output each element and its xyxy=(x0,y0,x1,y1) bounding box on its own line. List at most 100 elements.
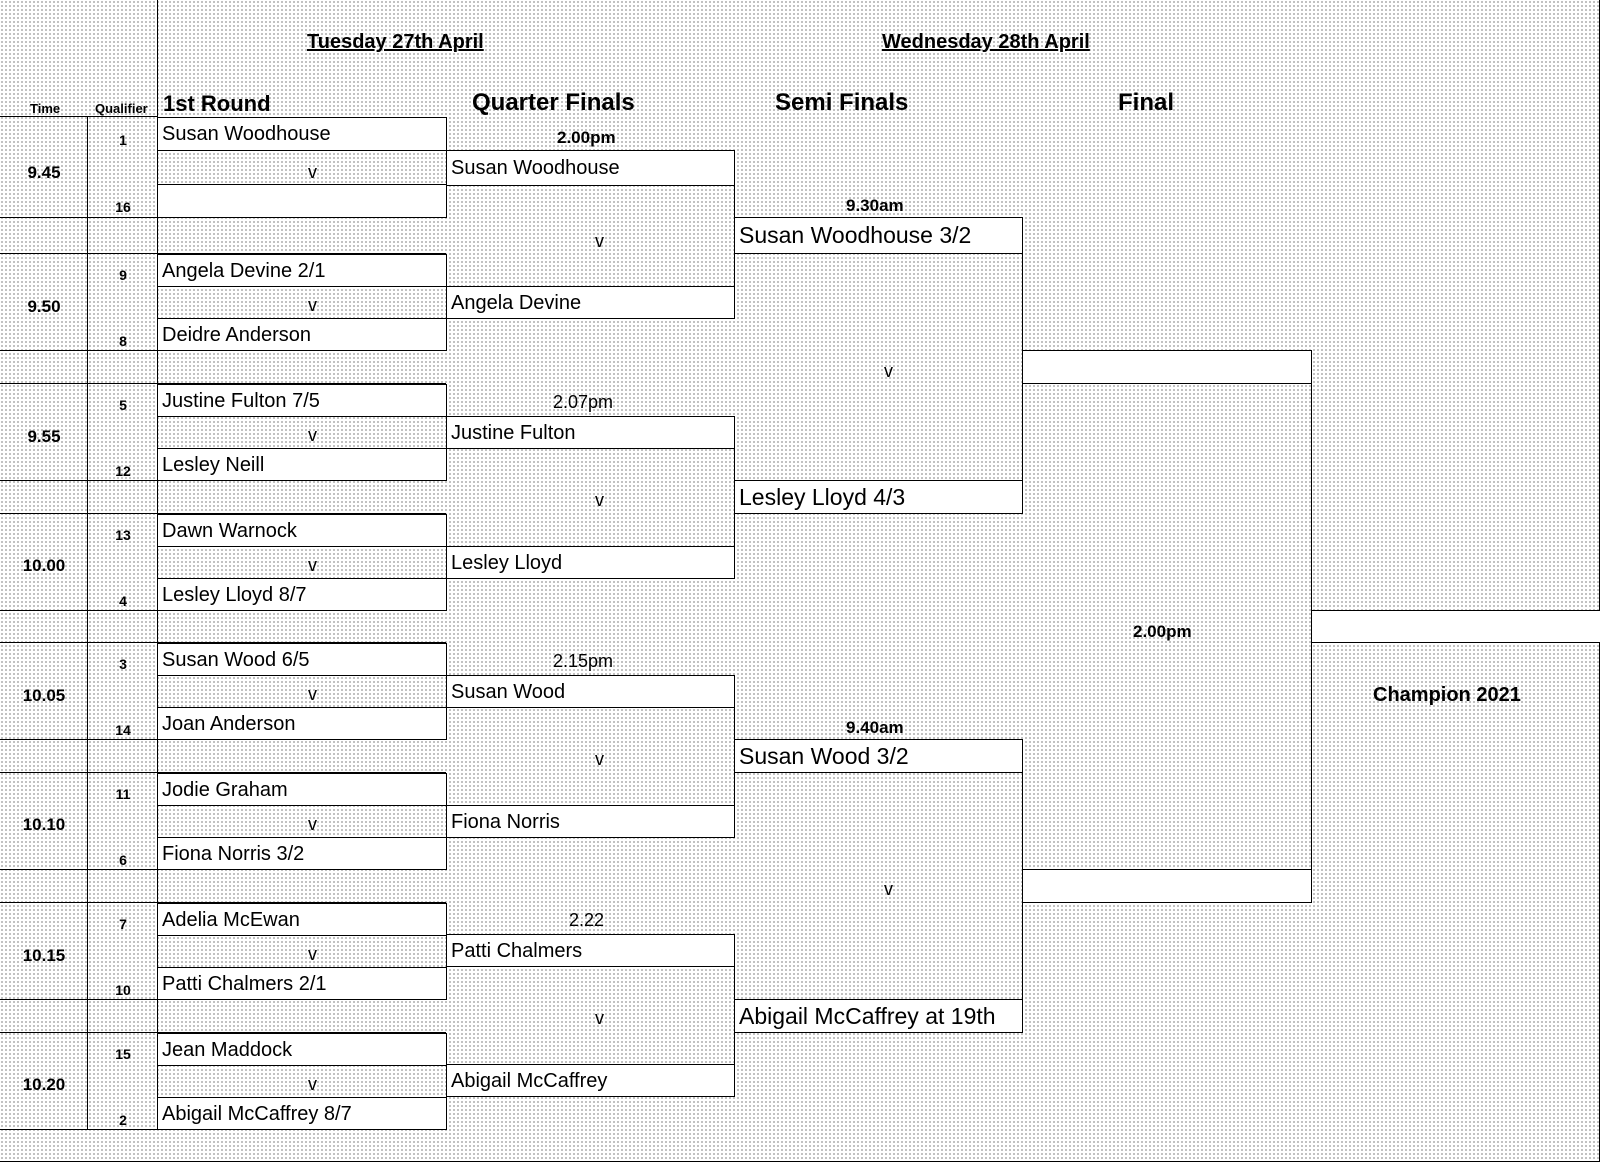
sf-slot: Abigail McCaffrey at 19th xyxy=(734,999,1023,1033)
player-name: Dawn Warnock xyxy=(162,520,297,542)
semi-finals-header: Semi Finals xyxy=(775,89,909,116)
player-slot: Deidre Anderson xyxy=(157,318,447,351)
vs-label: v xyxy=(308,295,317,315)
vs-label: v xyxy=(595,749,604,769)
player-slot: Joan Anderson xyxy=(157,707,447,740)
grid-line xyxy=(0,116,157,117)
player-slot: Jean Maddock xyxy=(157,1033,447,1066)
player-name: Susan Wood xyxy=(451,681,566,703)
match-time: 10.10 xyxy=(22,815,66,834)
final-slot xyxy=(1022,350,1312,384)
qf-time: 2.07pm xyxy=(553,392,614,412)
final-header: Final xyxy=(1118,89,1175,116)
col-time-header: Time xyxy=(30,101,61,116)
qualifier-seed: 3 xyxy=(119,656,127,672)
qualifier-seed: 8 xyxy=(119,333,127,349)
grid-line xyxy=(157,0,158,1130)
vs-label: v xyxy=(308,684,317,704)
player-slot xyxy=(157,184,447,218)
qf-slot: Abigail McCaffrey xyxy=(446,1064,735,1097)
grid-line xyxy=(87,116,88,1130)
player-slot: Patti Chalmers 2/1 xyxy=(157,967,447,1000)
qualifier-seed: 10 xyxy=(115,982,131,998)
qualifier-seed: 7 xyxy=(119,916,127,932)
match-time: 10.00 xyxy=(22,556,66,575)
player-slot: Adelia McEwan xyxy=(157,903,447,936)
row-line xyxy=(0,772,446,773)
player-slot: Abigail McCaffrey 8/7 xyxy=(157,1097,447,1130)
player-name: Susan Woodhouse xyxy=(162,123,331,145)
player-name: Jodie Graham xyxy=(162,779,288,801)
player-slot: Fiona Norris 3/2 xyxy=(157,837,447,870)
match-time: 10.20 xyxy=(22,1075,66,1094)
final-time: 2.00pm xyxy=(1133,622,1192,641)
vs-label: v xyxy=(884,879,893,899)
qf-time: 2.15pm xyxy=(553,651,614,671)
row-line xyxy=(0,642,446,643)
vs-label: v xyxy=(308,162,317,182)
player-name: Susan Woodhouse 3/2 xyxy=(739,222,972,248)
sf-slot: Lesley Lloyd 4/3 xyxy=(734,480,1023,514)
date-day2: Wednesday 28th April xyxy=(882,31,1090,53)
qf-slot: Patti Chalmers xyxy=(446,934,735,967)
qualifier-seed: 2 xyxy=(119,1112,127,1128)
qualifier-seed: 9 xyxy=(119,267,127,283)
match-time: 10.05 xyxy=(22,686,66,705)
sf-time: 9.40am xyxy=(846,718,904,737)
player-name: Lesley Lloyd 8/7 xyxy=(162,584,307,606)
player-name: Joan Anderson xyxy=(162,713,296,735)
player-name: Susan Woodhouse xyxy=(451,157,620,179)
match-time: 9.50 xyxy=(27,297,61,316)
vs-label: v xyxy=(308,425,317,445)
row-line xyxy=(0,513,446,514)
player-slot: Susan Woodhouse xyxy=(157,117,447,151)
player-name: Lesley Lloyd 4/3 xyxy=(739,484,906,510)
player-slot: Lesley Neill xyxy=(157,448,447,481)
vs-label: v xyxy=(595,231,604,251)
player-name: Abigail McCaffrey at 19th xyxy=(739,1003,996,1029)
vs-label: v xyxy=(308,1074,317,1094)
qualifier-seed: 4 xyxy=(119,593,127,609)
row-line xyxy=(0,1032,446,1033)
qf-slot: Susan Wood xyxy=(446,675,735,708)
qualifier-seed: 16 xyxy=(115,199,131,215)
player-name: Deidre Anderson xyxy=(162,324,311,346)
champion-slot xyxy=(1311,610,1600,643)
sf-time: 9.30am xyxy=(846,196,904,215)
player-name: Angela Devine xyxy=(451,292,582,314)
player-slot: Lesley Lloyd 8/7 xyxy=(157,578,447,611)
qf-slot: Susan Woodhouse xyxy=(446,150,735,186)
qualifier-seed: 12 xyxy=(115,463,131,479)
champion-label: Champion 2021 xyxy=(1373,684,1521,706)
qf-slot: Lesley Lloyd xyxy=(446,546,735,579)
qf-slot: Justine Fulton xyxy=(446,416,735,449)
player-slot: Justine Fulton 7/5 xyxy=(157,384,447,417)
qf-slot: Fiona Norris xyxy=(446,805,735,838)
qf-time: 2.22 xyxy=(569,910,605,930)
vs-label: v xyxy=(595,490,604,510)
player-name: Angela Devine 2/1 xyxy=(162,260,326,282)
player-slot: Dawn Warnock xyxy=(157,514,447,547)
player-name: Abigail McCaffrey xyxy=(451,1070,608,1092)
player-slot: Jodie Graham xyxy=(157,773,447,806)
col-qualifier-header: Qualifier xyxy=(95,101,148,116)
player-name: Lesley Lloyd xyxy=(451,552,563,574)
date-day1: Tuesday 27th April xyxy=(307,31,484,53)
row-line xyxy=(0,253,446,254)
row-line xyxy=(0,902,446,903)
qualifier-seed: 14 xyxy=(115,722,131,738)
player-name: Jean Maddock xyxy=(162,1039,293,1061)
qualifier-seed: 6 xyxy=(119,852,127,868)
qualifier-seed: 1 xyxy=(119,132,127,148)
player-name: Patti Chalmers xyxy=(451,940,583,962)
qualifier-seed: 13 xyxy=(115,527,131,543)
sf-slot: Susan Wood 3/2 xyxy=(734,739,1023,773)
player-name: Susan Wood 6/5 xyxy=(162,649,310,671)
player-name: Fiona Norris 3/2 xyxy=(162,843,305,865)
final-slot xyxy=(1022,869,1312,903)
player-name: Patti Chalmers 2/1 xyxy=(162,973,327,995)
player-name: Abigail McCaffrey 8/7 xyxy=(162,1103,352,1125)
player-name: Susan Wood 3/2 xyxy=(739,743,909,769)
player-slot: Angela Devine 2/1 xyxy=(157,254,447,287)
qualifier-seed: 11 xyxy=(115,786,131,802)
